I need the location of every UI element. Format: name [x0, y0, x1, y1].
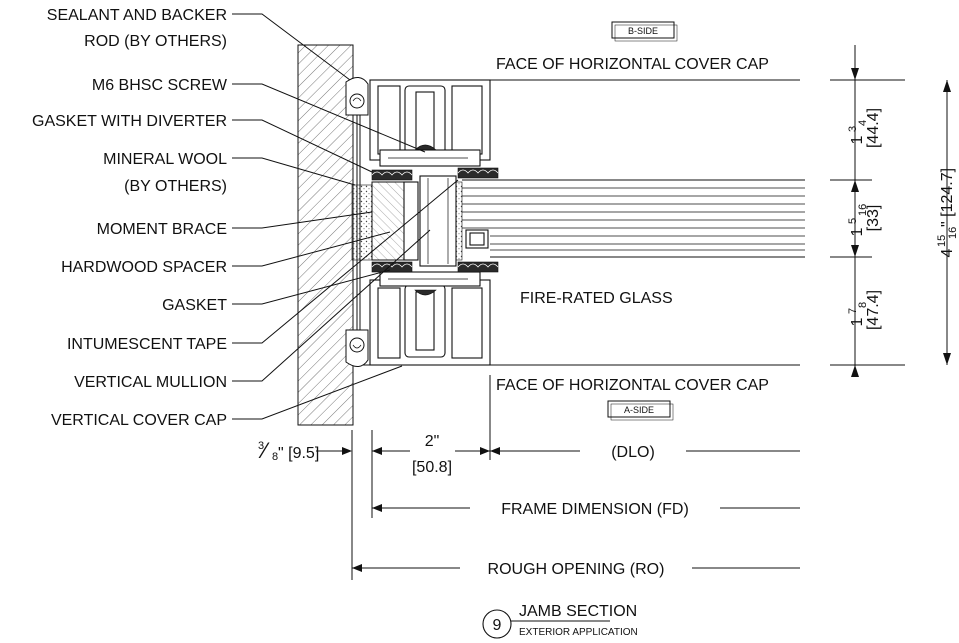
b-side-label: B-SIDE [628, 26, 658, 36]
callout-gasket-diverter: GASKET WITH DIVERTER [32, 113, 227, 130]
callout-vertical-mullion: VERTICAL MULLION [74, 374, 227, 391]
lower-frame-extrusion [369, 271, 491, 366]
fire-rated-glass-label: FIRE-RATED GLASS [520, 290, 673, 307]
detail-title: JAMB SECTION [519, 603, 637, 620]
callout-mineral-1: MINERAL WOOL [103, 151, 227, 168]
moment-brace [371, 181, 419, 261]
mineral-wool [351, 184, 373, 261]
b-side-tag: B-SIDE [611, 21, 678, 42]
a-side-label: A-SIDE [624, 405, 654, 415]
dim-frame-inches: 2" [425, 433, 440, 450]
detail-subtitle: EXTERIOR APPLICATION [519, 627, 638, 638]
svg-text:15: 15 [936, 235, 948, 247]
svg-text:[47.4]: [47.4] [865, 290, 882, 330]
svg-text:4: 4 [939, 248, 956, 257]
svg-text:" [9.5]: " [9.5] [278, 445, 319, 462]
callout-moment-brace: MOMENT BRACE [97, 221, 227, 238]
svg-text:4: 4 [857, 120, 869, 126]
svg-text:[33]: [33] [865, 205, 882, 232]
dim-gap: 3 ⁄ 8 " [9.5] [258, 438, 319, 463]
face-cover-cap-bottom-label: FACE OF HORIZONTAL COVER CAP [496, 377, 769, 394]
vertical-mullion-core [419, 175, 457, 267]
callout-mineral-2: (BY OTHERS) [124, 178, 227, 195]
upper-frame-extrusion [369, 79, 491, 167]
a-side-tag: A-SIDE [607, 400, 674, 421]
svg-text:7: 7 [847, 308, 859, 314]
svg-text:8: 8 [272, 451, 278, 463]
svg-text:16: 16 [947, 227, 959, 239]
callout-gasket: GASKET [162, 297, 227, 314]
svg-text:16: 16 [857, 204, 869, 216]
svg-text:1: 1 [849, 317, 866, 326]
callout-vertical-cover-cap: VERTICAL COVER CAP [51, 412, 227, 429]
svg-text:1: 1 [849, 227, 866, 236]
wall-substrate [297, 44, 354, 426]
dim-rough-opening: ROUGH OPENING (RO) [488, 561, 665, 578]
svg-text:[44.4]: [44.4] [865, 108, 882, 148]
dim-frame-mm: [50.8] [412, 459, 452, 476]
callout-intumescent: INTUMESCENT TAPE [67, 336, 227, 353]
callouts: SEALANT AND BACKER ROD (BY OTHERS) M6 BH… [32, 7, 228, 429]
bottom-dimensions [316, 375, 800, 580]
dim-frame-dimension: FRAME DIMENSION (FD) [501, 501, 689, 518]
svg-text:3: 3 [258, 440, 264, 452]
callout-sealant-1: SEALANT AND BACKER [47, 7, 227, 24]
dim-total: " [124.7] 4 15 16 [936, 168, 959, 258]
svg-text:3: 3 [847, 126, 859, 132]
detail-number: 9 [493, 617, 502, 634]
gaskets [371, 167, 499, 273]
leader-lines [232, 13, 459, 420]
callout-screw: M6 BHSC SCREW [92, 77, 228, 94]
right-dimensions [830, 45, 951, 377]
dim-top: [44.4] 1 3 4 [847, 108, 882, 148]
sealant-top [345, 77, 369, 116]
title-block: 9 JAMB SECTION EXTERIOR APPLICATION [482, 603, 638, 639]
intumescent-tape [455, 181, 463, 261]
svg-text:" [124.7]: " [124.7] [939, 168, 956, 227]
dim-bottom: [47.4] 1 7 8 [847, 290, 882, 330]
fire-rated-glass [462, 179, 805, 258]
dim-middle: [33] 1 5 16 [847, 204, 882, 237]
sealant-bottom [345, 329, 369, 367]
svg-text:8: 8 [857, 302, 869, 308]
callout-sealant-2: ROD (BY OTHERS) [84, 33, 227, 50]
svg-text:5: 5 [847, 218, 859, 224]
face-cover-cap-top-label: FACE OF HORIZONTAL COVER CAP [496, 56, 769, 73]
dim-dlo: (DLO) [611, 444, 655, 461]
svg-text:1: 1 [849, 135, 866, 144]
callout-hardwood-spacer: HARDWOOD SPACER [61, 259, 227, 276]
